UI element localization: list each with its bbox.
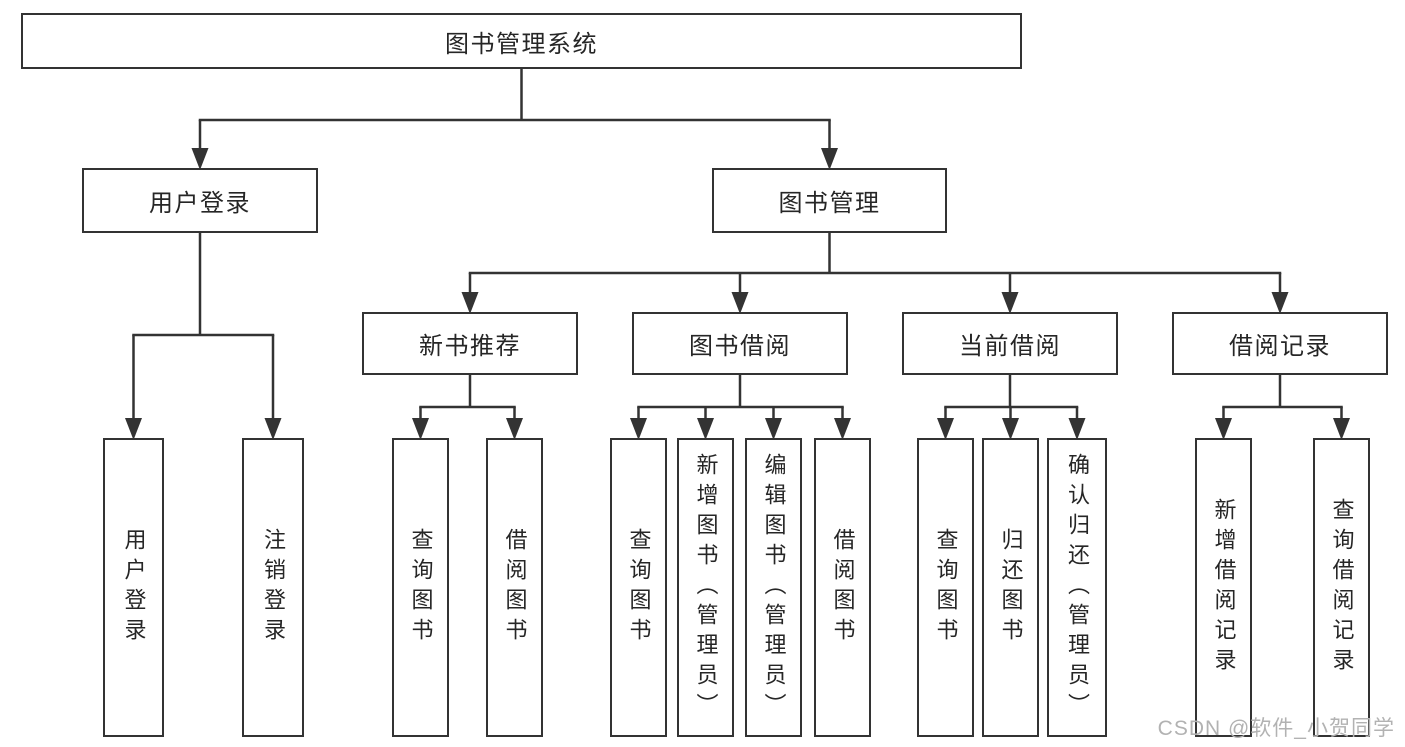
node-leaf-nb-borrow: 借阅图书: [486, 438, 543, 737]
node-label-leaf-logout: 注销登录: [261, 527, 286, 648]
node-label-leaf-bb-add: 新增图书（管理员）: [693, 452, 719, 723]
node-label-leaf-rec-add: 新增借阅记录: [1211, 497, 1237, 678]
node-label-leaf-bb-borrow: 借阅图书: [830, 527, 856, 648]
node-user-login: 用户登录: [82, 168, 318, 233]
arrowhead-icon: [937, 418, 954, 440]
arrowhead-icon: [1271, 292, 1289, 314]
watermark-text: CSDN @软件_小贺同学: [1157, 717, 1395, 740]
node-label-leaf-nb-borrow: 借阅图书: [502, 527, 528, 648]
arrowhead-icon: [834, 418, 851, 440]
arrowhead-icon: [1215, 418, 1232, 440]
node-label-system-root: 图书管理系统: [445, 30, 598, 58]
node-leaf-cb-return: 归还图书: [982, 438, 1039, 737]
node-current-borrow: 当前借阅: [902, 312, 1118, 375]
node-book-borrow: 图书借阅: [632, 312, 848, 375]
arrowhead-icon: [264, 418, 282, 440]
node-label-current-borrow: 当前借阅: [959, 333, 1061, 360]
arrowhead-icon: [506, 418, 523, 440]
node-leaf-rec-query: 查询借阅记录: [1313, 438, 1370, 737]
node-label-leaf-nb-query: 查询图书: [408, 527, 434, 648]
arrowhead-icon: [697, 418, 714, 440]
node-label-leaf-bb-edit: 编辑图书（管理员）: [761, 452, 787, 723]
node-label-book-borrow: 图书借阅: [689, 333, 791, 360]
node-label-book-mgmt: 图书管理: [778, 190, 881, 217]
node-leaf-bb-query: 查询图书: [610, 438, 667, 737]
node-system-root: 图书管理系统: [21, 13, 1022, 69]
arrowhead-icon: [821, 148, 838, 170]
arrowhead-icon: [630, 418, 647, 440]
node-label-new-book-rec: 新书推荐: [419, 333, 521, 360]
arrowhead-icon: [191, 148, 209, 170]
node-leaf-nb-query: 查询图书: [392, 438, 449, 737]
arrowhead-icon: [1002, 418, 1019, 440]
node-label-leaf-user-login: 用户登录: [121, 527, 147, 648]
arrowhead-icon: [125, 418, 142, 440]
node-label-borrow-records: 借阅记录: [1229, 333, 1331, 360]
node-leaf-logout: 注销登录: [242, 438, 304, 737]
node-leaf-bb-borrow: 借阅图书: [814, 438, 871, 737]
arrowhead-icon: [461, 292, 479, 314]
node-leaf-bb-edit: 编辑图书（管理员）: [745, 438, 802, 737]
arrowhead-icon: [765, 418, 782, 440]
node-leaf-cb-query: 查询图书: [917, 438, 974, 737]
node-leaf-cb-confirm: 确认归还（管理员）: [1047, 438, 1107, 737]
node-new-book-rec: 新书推荐: [362, 312, 578, 375]
node-leaf-user-login: 用户登录: [103, 438, 164, 737]
arrowhead-icon: [731, 292, 749, 314]
arrowhead-icon: [1333, 418, 1350, 440]
node-label-leaf-bb-query: 查询图书: [626, 527, 652, 648]
node-leaf-rec-add: 新增借阅记录: [1195, 438, 1252, 737]
arrowhead-icon: [1068, 418, 1086, 440]
node-label-leaf-cb-confirm: 确认归还（管理员）: [1065, 452, 1090, 723]
arrowhead-icon: [1001, 292, 1019, 314]
node-label-leaf-cb-query: 查询图书: [933, 527, 959, 648]
node-leaf-bb-add: 新增图书（管理员）: [677, 438, 734, 737]
node-label-leaf-rec-query: 查询借阅记录: [1329, 497, 1355, 678]
node-label-user-login: 用户登录: [149, 190, 251, 217]
node-book-mgmt: 图书管理: [712, 168, 947, 233]
node-label-leaf-cb-return: 归还图书: [998, 527, 1024, 648]
arrowhead-icon: [412, 418, 429, 440]
node-borrow-records: 借阅记录: [1172, 312, 1388, 375]
